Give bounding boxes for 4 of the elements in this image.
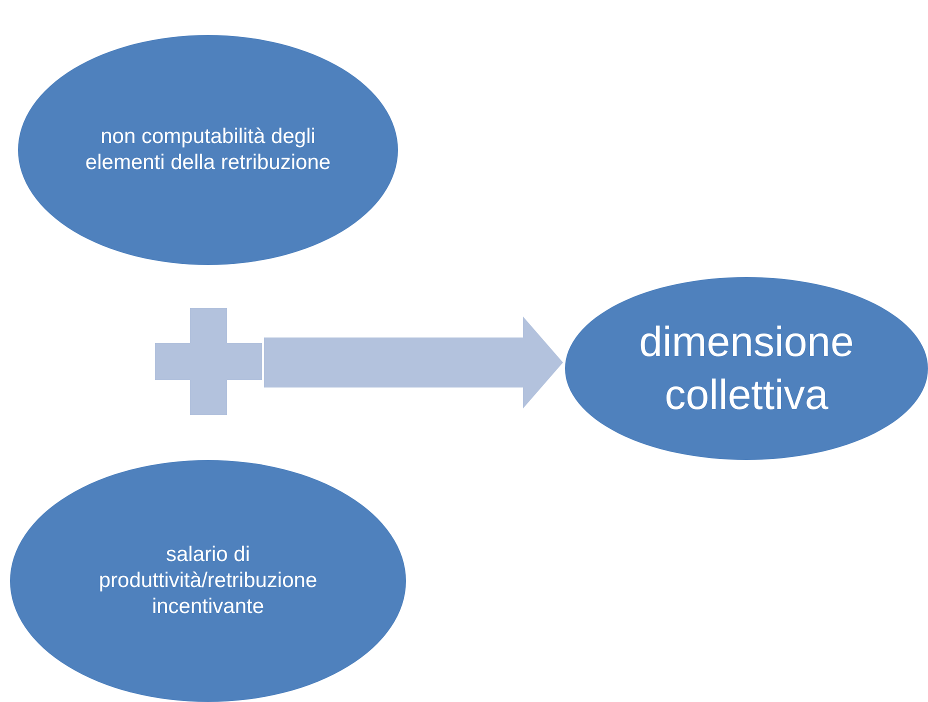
node-text: non computabilità degli elementi della retribuzione [84, 124, 332, 176]
node-text: dimensione collettiva [638, 317, 855, 420]
node-text: salario di produttività/retribuzione incentivante [98, 542, 318, 620]
block-arrow [264, 316, 563, 408]
